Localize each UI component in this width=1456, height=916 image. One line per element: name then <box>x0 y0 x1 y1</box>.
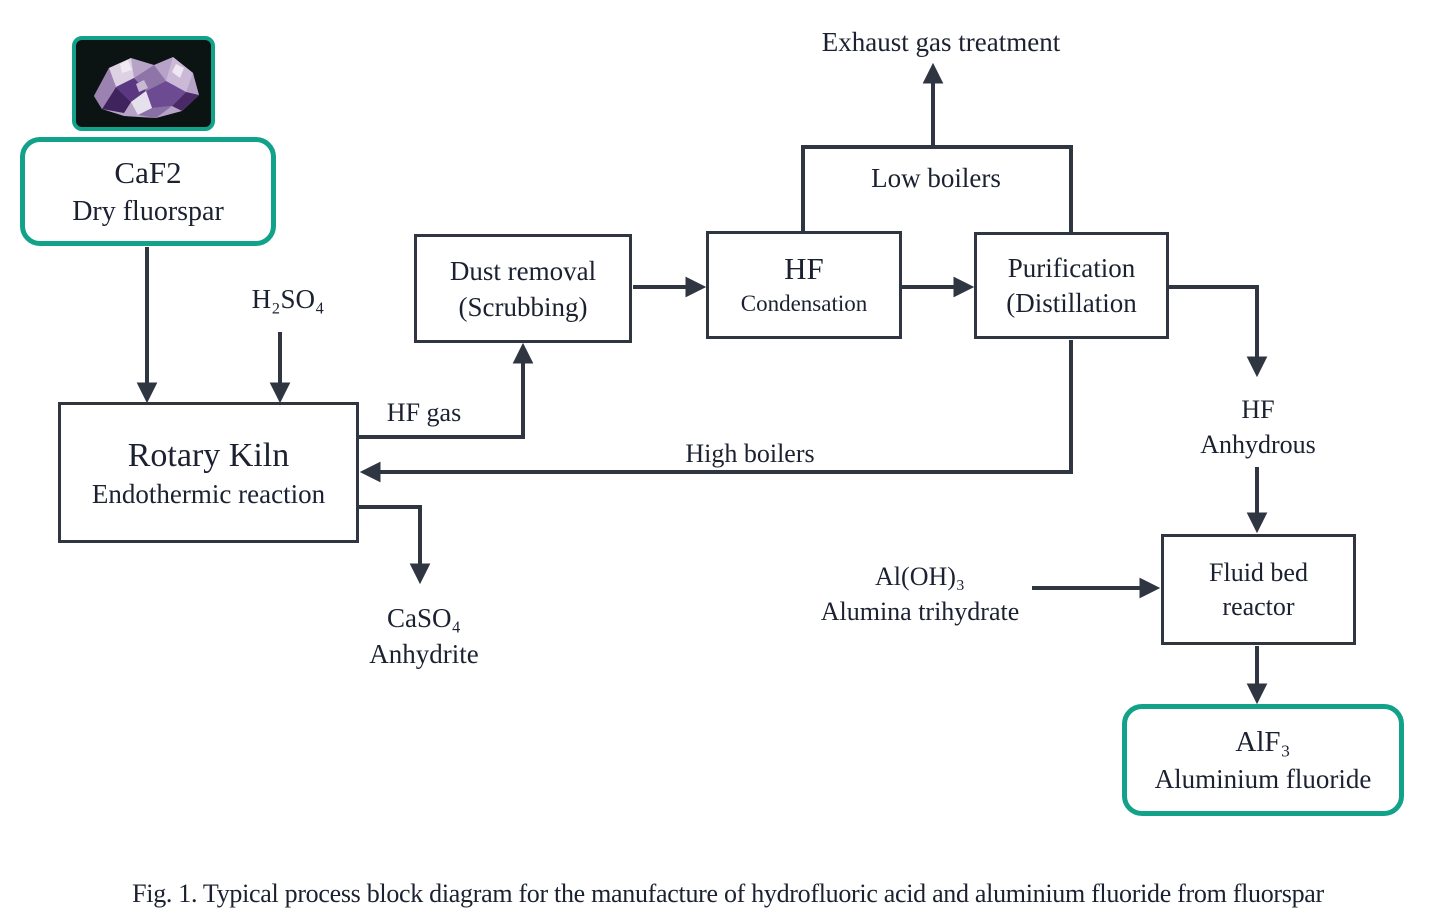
node-sublabel: Condensation <box>740 291 868 316</box>
node-label: Fluid bed <box>1209 557 1308 587</box>
label-line: Al(OH)₃ <box>875 562 965 591</box>
node-hf-condensation: HF Condensation <box>706 231 902 339</box>
label-line: Anhydrite <box>369 639 479 669</box>
label-aloh3-alumina-trihydrate: Al(OH)₃ Alumina trihydrate <box>795 559 1045 629</box>
label-line: CaSO₄ <box>387 603 461 633</box>
fluorspar-photo <box>72 36 215 131</box>
label-caso4-anhydrite: CaSO₄ Anhydrite <box>324 600 524 672</box>
fluorite-crystal-cluster-illustration <box>94 57 199 118</box>
node-caf2-dry-fluorspar: CaF2 Dry fluorspar <box>20 137 276 246</box>
figure-caption: Fig. 1. Typical process block diagram fo… <box>132 879 1324 908</box>
label-exhaust-gas-treatment: Exhaust gas treatment <box>821 27 1061 57</box>
node-label: AlF₃ <box>1235 726 1291 758</box>
label-h2so4: H₂SO₄ <box>251 284 325 314</box>
node-label: Rotary Kiln <box>127 436 290 474</box>
node-label: Purification <box>1007 252 1136 283</box>
node-sublabel: Aluminium fluoride <box>1154 764 1372 794</box>
node-dust-removal: Dust removal (Scrubbing) <box>414 234 632 343</box>
label-hf-gas: HF gas <box>386 398 462 427</box>
node-sublabel: (Distillation <box>1006 287 1137 318</box>
node-label: Dust removal <box>449 255 597 286</box>
node-alf3-aluminium-fluoride: AlF₃ Aluminium fluoride <box>1122 704 1404 816</box>
node-sublabel: reactor <box>1222 591 1295 621</box>
node-sublabel: Dry fluorspar <box>72 195 224 227</box>
node-fluid-bed-reactor: Fluid bed reactor <box>1161 534 1356 645</box>
label-hf-anhydrous: HF Anhydrous <box>1158 392 1358 462</box>
arrow-kiln-to-caso4 <box>359 505 431 585</box>
node-label: CaF2 <box>114 154 182 190</box>
label-line: Alumina trihydrate <box>820 597 1020 626</box>
node-purification-distillation: Purification (Distillation <box>974 232 1169 339</box>
node-rotary-kiln: Rotary Kiln Endothermic reaction <box>58 402 359 543</box>
label-high-boilers: High boilers <box>685 439 815 468</box>
label-low-boilers: Low boilers <box>871 163 1001 193</box>
node-sublabel: Endothermic reaction <box>91 478 326 509</box>
node-sublabel: (Scrubbing) <box>458 291 588 322</box>
arrow-purification-to-hf-anhydrous <box>1169 285 1268 378</box>
label-line: Anhydrous <box>1200 430 1316 459</box>
label-line: HF <box>1241 395 1275 424</box>
node-label: HF <box>784 251 824 286</box>
